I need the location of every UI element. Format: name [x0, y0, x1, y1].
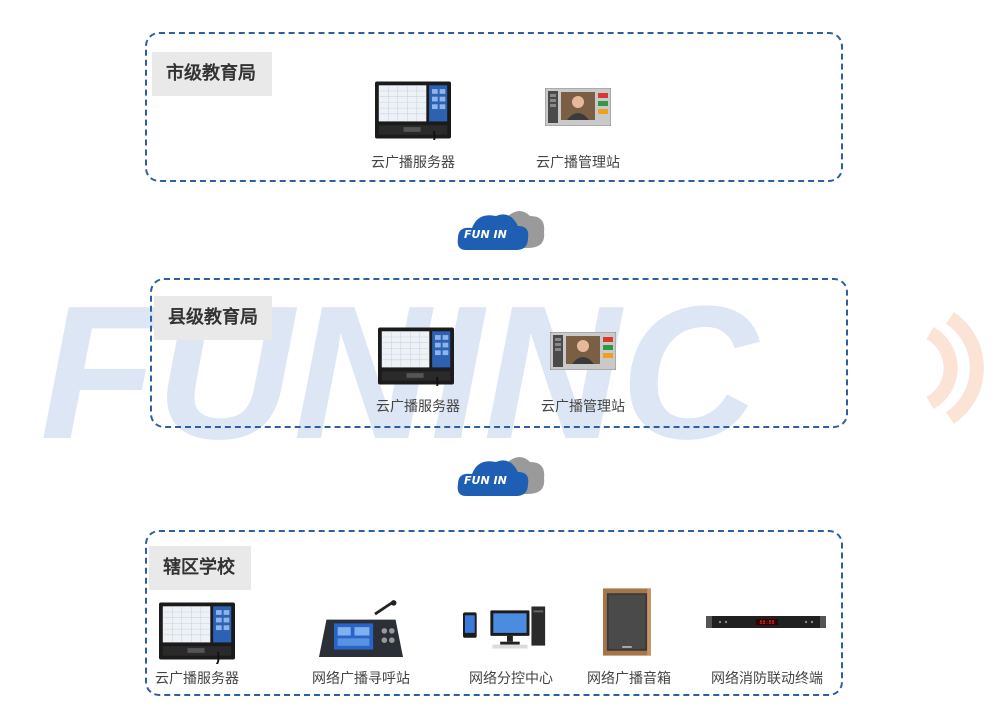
rack-server-icon — [378, 326, 454, 386]
tier-panel-city: 市级教育局 云广播服务器 云广播管理站 — [145, 32, 843, 182]
device-label: 云广播管理站 — [536, 155, 620, 171]
tier-label: 辖区学校 — [149, 546, 251, 590]
cloud-logo-text: FUN IN — [464, 474, 507, 487]
management-station-icon — [545, 88, 611, 126]
device-label: 云广播服务器 — [155, 671, 239, 687]
control-center-icon — [463, 606, 551, 650]
rack-server-icon — [375, 80, 451, 140]
tier-panel-county: 县级教育局 云广播服务器 云广播管理站 — [150, 278, 848, 428]
device-label: 网络广播音箱 — [587, 671, 671, 687]
tier-panel-school: 辖区学校 云广播服务器 网络广播寻呼站 网络分控中心 网络广播音箱 网络消防联动… — [145, 530, 843, 696]
device-label: 云广播服务器 — [376, 399, 460, 415]
device-label: 网络消防联动终端 — [711, 671, 823, 687]
rack-server-icon — [159, 598, 235, 664]
cloud-logo-text: FUN IN — [464, 228, 507, 241]
device-label: 云广播管理站 — [541, 399, 625, 415]
watermark-signal-icon — [926, 312, 984, 424]
paging-station-icon — [319, 600, 403, 658]
fire-terminal-icon — [705, 614, 827, 630]
device-label: 云广播服务器 — [371, 155, 455, 171]
tier-label: 县级教育局 — [154, 296, 272, 340]
device-label: 网络分控中心 — [469, 671, 553, 687]
speaker-icon — [603, 588, 651, 656]
management-station-icon — [550, 332, 616, 370]
tier-label: 市级教育局 — [152, 52, 272, 96]
device-label: 网络广播寻呼站 — [312, 671, 410, 687]
